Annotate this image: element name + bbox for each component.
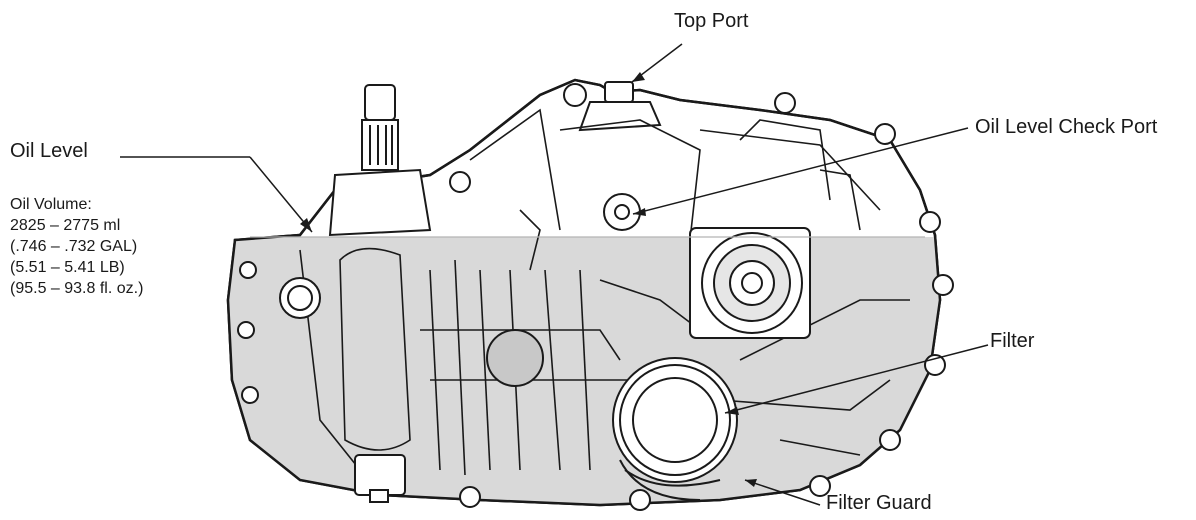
leader-lines	[120, 43, 989, 506]
oil-volume-lb: (5.51 – 5.41 LB)	[10, 259, 125, 276]
top-port	[578, 81, 662, 132]
oil-volume-block: Oil Volume: 2825 – 2775 ml (.746 – .732 …	[10, 194, 143, 299]
label-oil-level-check-port: Oil Level Check Port	[975, 116, 1158, 138]
filter	[612, 357, 738, 501]
internal-ribs	[299, 108, 910, 476]
input-shaft	[328, 84, 432, 237]
oil-volume-title: Oil Volume:	[10, 196, 92, 213]
drain-plug	[279, 277, 321, 319]
output-bearing	[689, 227, 811, 339]
oil-volume-floz: (95.5 – 93.8 fl. oz.)	[10, 280, 144, 297]
arrowheads	[300, 72, 757, 487]
bolt-lugs	[237, 83, 954, 511]
oil-check-port-plug	[603, 193, 641, 231]
label-top-port: Top Port	[674, 10, 749, 32]
oil-volume-ml: 2825 – 2775 ml	[10, 217, 121, 234]
central-hub	[486, 329, 544, 387]
oil-volume-gal: (.746 – .732 GAL)	[10, 238, 138, 255]
bottom-fittings	[354, 454, 406, 503]
label-filter-guard: Filter Guard	[826, 492, 932, 514]
label-oil-level: Oil Level	[10, 140, 88, 162]
label-filter: Filter	[990, 330, 1035, 352]
oil-fill	[228, 237, 940, 505]
